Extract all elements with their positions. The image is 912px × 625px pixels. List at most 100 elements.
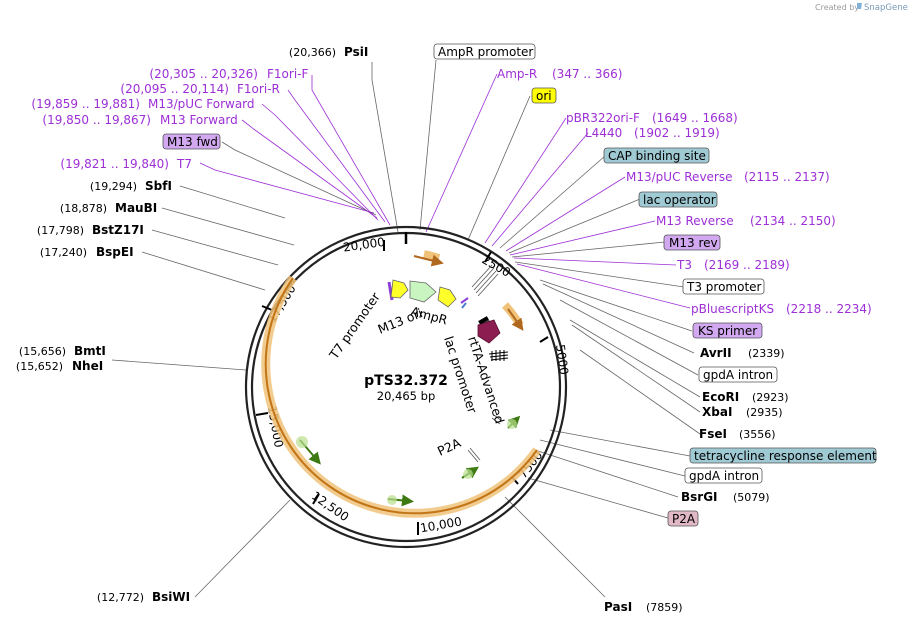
watermark-prefix: Created by	[815, 3, 859, 12]
plasmid-name: pTS32.372	[364, 373, 448, 389]
label-sbfi[interactable]: SbfI	[145, 179, 172, 193]
label-m13-reverse[interactable]: M13 Reverse	[656, 214, 734, 228]
gpda-intron-box-2	[684, 467, 763, 484]
label-m13-forward-pos: (19,850 .. 19,867)	[42, 113, 151, 127]
label-sbfi-pos: (19,294)	[90, 180, 137, 193]
leader-lines-left	[111, 62, 399, 598]
label-f1ori-f[interactable]: F1ori-F	[267, 67, 308, 81]
right-labels: AmpR promoter Amp-R (347 .. 366) ori pBR…	[433, 43, 877, 614]
label-nhei[interactable]: NheI	[72, 359, 103, 373]
label-pasi-pos: (7859)	[646, 601, 683, 614]
label-psii[interactable]: PsiI	[344, 45, 368, 59]
inner-label-t7-promoter: T7 promoter	[326, 289, 384, 363]
label-avrii[interactable]: AvrII	[700, 346, 732, 360]
label-pbr322ori-f-pos: (1649 .. 1668)	[652, 111, 738, 125]
ampr-arrow	[437, 286, 457, 308]
label-bsiwi-pos: (12,772)	[97, 591, 144, 604]
watermark: Created by SnapGene	[815, 3, 908, 13]
label-m13-puc-reverse[interactable]: M13/pUC Reverse	[626, 170, 733, 184]
label-m13-reverse-pos: (2134 .. 2150)	[750, 214, 836, 228]
label-t7-pos: (19,821 .. 19,840)	[60, 157, 169, 171]
label-l4440-pos: (1902 .. 1919)	[634, 126, 720, 140]
tick-label-20000: 20,000	[342, 235, 386, 255]
inner-label-ampr: AmpR	[409, 303, 449, 327]
label-bspei-pos: (17,240)	[40, 246, 87, 259]
label-t3[interactable]: T3	[676, 258, 692, 272]
ks-primer-box	[692, 322, 763, 339]
gpda-intron-box-1	[698, 366, 778, 383]
label-xbai-pos: (2935)	[746, 406, 783, 419]
inner-label-p2a: P2A	[435, 435, 464, 459]
label-gpda-intron-2[interactable]: gpdA intron	[689, 469, 759, 483]
label-bsiwi[interactable]: BsiWI	[152, 590, 190, 604]
label-f1ori-f-pos: (20,305 .. 20,326)	[149, 67, 258, 81]
watermark-product: SnapGene	[864, 3, 908, 13]
lac-operator-box	[638, 191, 718, 208]
label-psii-pos: (20,366)	[289, 46, 336, 59]
label-f1ori-r[interactable]: F1ori-R	[237, 82, 280, 96]
label-t7[interactable]: T7	[176, 157, 192, 171]
label-fsei[interactable]: FseI	[699, 427, 727, 441]
label-m13-fwd[interactable]: M13 fwd	[167, 135, 218, 149]
label-bsrgi-pos: (5079)	[733, 491, 770, 504]
label-bmti-pos: (15,656)	[19, 345, 66, 358]
label-f1ori-r-pos: (20,095 .. 20,114)	[120, 82, 229, 96]
cap-binding-site-box	[603, 147, 710, 164]
t7-promoter-arrow	[390, 279, 409, 299]
label-amp-r-pos: (347 .. 366)	[552, 67, 622, 81]
left-labels: (20,366) PsiI (20,305 .. 20,326) F1ori-F…	[16, 45, 368, 604]
green-arrows	[296, 415, 521, 507]
m13-rev-box	[663, 234, 721, 251]
orange-feature-arc	[261, 250, 541, 518]
label-ecori-pos: (2923)	[752, 391, 789, 404]
label-l4440[interactable]: L4440	[585, 126, 622, 140]
label-maubi[interactable]: MauBI	[115, 201, 157, 215]
label-bmti[interactable]: BmtI	[74, 344, 106, 358]
label-p2a[interactable]: P2A	[672, 512, 696, 526]
inner-features	[387, 264, 509, 463]
label-lac-operator[interactable]: lac operator	[643, 193, 716, 207]
label-cap-binding-site[interactable]: CAP binding site	[608, 149, 706, 163]
label-ks-primer[interactable]: KS primer	[698, 324, 757, 338]
label-m13-puc-forward[interactable]: M13/pUC Forward	[148, 97, 255, 111]
label-m13-rev[interactable]: M13 rev	[669, 236, 718, 250]
label-pasi[interactable]: PasI	[604, 600, 632, 614]
label-bstz17i-pos: (17,798)	[37, 224, 84, 237]
plasmid-title: pTS32.372 20,465 bp	[364, 373, 448, 403]
plasmid-length: 20,465 bp	[377, 389, 436, 403]
label-m13-forward[interactable]: M13 Forward	[160, 113, 238, 127]
label-pbluescriptks[interactable]: pBluescriptKS	[691, 302, 774, 316]
rtta-maroon-arrow	[477, 319, 501, 344]
label-bsrgi[interactable]: BsrGI	[681, 490, 718, 504]
m13-ori-arrow	[409, 280, 437, 303]
label-ampr-promoter[interactable]: AmpR promoter	[438, 45, 533, 59]
ampr-promoter-box	[433, 43, 536, 60]
label-gpda-intron-1[interactable]: gpdA intron	[703, 368, 773, 382]
leader-lines-right	[419, 59, 701, 598]
label-m13-puc-reverse-pos: (2115 .. 2137)	[744, 170, 830, 184]
label-ecori[interactable]: EcoRI	[702, 390, 739, 404]
m13-fwd-box	[162, 133, 221, 150]
label-ori[interactable]: ori	[536, 89, 552, 103]
label-pbr322ori-f[interactable]: pBR322ori-F	[566, 111, 640, 125]
label-t3-promoter[interactable]: T3 promoter	[686, 280, 762, 294]
label-nhei-pos: (15,652)	[16, 360, 63, 373]
label-bspei[interactable]: BspEI	[96, 245, 134, 259]
tre-box	[689, 447, 877, 464]
label-fsei-pos: (3556)	[739, 428, 776, 441]
label-xbai[interactable]: XbaI	[702, 405, 732, 419]
label-t3-pos: (2169 .. 2189)	[704, 258, 790, 272]
label-avrii-pos: (2339)	[748, 347, 785, 360]
label-tetracycline-response-element[interactable]: tetracycline response element	[694, 449, 877, 463]
label-bstz17i[interactable]: BstZ17I	[92, 223, 144, 237]
label-pbluescriptks-pos: (2218 .. 2234)	[786, 302, 872, 316]
tick-label-5000: 5000	[553, 343, 571, 375]
ori-box	[531, 87, 557, 104]
label-amp-r[interactable]: Amp-R	[497, 67, 537, 81]
t3-promoter-box	[682, 278, 765, 295]
p2a-box	[667, 510, 699, 527]
snapgene-logo-icon	[857, 3, 862, 9]
label-m13-puc-forward-pos: (19,859 .. 19,881)	[31, 97, 140, 111]
label-maubi-pos: (18,878)	[60, 202, 107, 215]
